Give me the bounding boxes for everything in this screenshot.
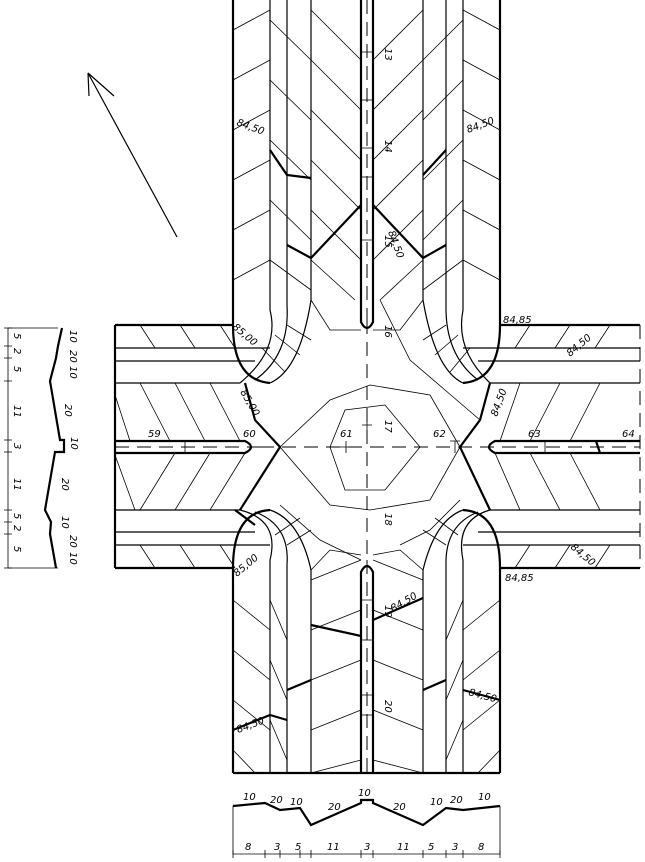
station-61: 61: [340, 429, 353, 440]
bp-dim-2: 5: [295, 842, 301, 853]
lp-dim-0: 5: [11, 333, 22, 339]
bp-slope-1: 20: [270, 795, 283, 806]
elev-sw: 84,50: [235, 716, 266, 736]
west-road: [115, 325, 280, 568]
lp-slope-4: 10: [68, 437, 79, 450]
bp-dim-1: 3: [274, 842, 280, 853]
lp-slope-7: 20: [67, 535, 78, 548]
elev-se: 84,50: [467, 687, 498, 705]
left-profile: 5 2 5 11 3 11 5 2 5 10 20 10 20 10 20 10…: [4, 328, 79, 568]
elev-e-lower: 84,50: [568, 542, 597, 569]
elev-se-corner: 84,85: [505, 573, 534, 584]
lp-slope-0: 10: [67, 330, 78, 343]
bp-dim-7: 3: [452, 842, 458, 853]
lp-dim-1: 2: [11, 348, 22, 354]
bp-dim-6: 5: [428, 842, 434, 853]
elev-s-median: 84,50: [389, 591, 419, 615]
station-14: 14: [382, 140, 393, 153]
south-road: [233, 560, 500, 773]
bp-slope-4: 10: [358, 788, 371, 799]
station-labels: 13 14 15 16 17 18 19 20 59 60 61 62 63 6…: [148, 48, 635, 713]
lp-slope-5: 20: [59, 478, 70, 491]
bp-slope-7: 20: [450, 795, 463, 806]
station-18: 18: [382, 513, 393, 526]
lp-dim-5: 11: [11, 478, 22, 491]
bp-dim-4: 3: [364, 842, 370, 853]
lp-dim-6: 5: [11, 513, 22, 519]
elev-ne-corner: 84,85: [503, 315, 532, 326]
bp-slope-5: 20: [393, 802, 406, 813]
lp-dim-2: 5: [11, 366, 22, 372]
east-road: [460, 325, 640, 568]
station-64: 64: [622, 429, 635, 440]
bp-slope-0: 10: [243, 792, 256, 803]
elev-ne: 84,50: [465, 116, 496, 136]
lp-dim-4: 3: [11, 443, 22, 449]
bp-dim-3: 11: [327, 842, 340, 853]
bp-dim-0: 8: [245, 842, 251, 853]
lp-slope-1: 20: [67, 350, 78, 363]
bp-slope-2: 10: [290, 797, 303, 808]
lp-slope-3: 20: [62, 404, 73, 417]
lp-slope-2: 10: [67, 366, 78, 379]
elev-e-upper: 84,50: [565, 332, 594, 359]
north-arrow-icon: [88, 73, 177, 237]
station-60: 60: [243, 429, 256, 440]
bp-dim-8: 8: [478, 842, 484, 853]
station-16: 16: [382, 325, 393, 338]
station-59: 59: [148, 429, 161, 440]
bp-slope-3: 20: [328, 802, 341, 813]
bp-slope-6: 10: [430, 797, 443, 808]
station-20: 20: [382, 700, 393, 713]
lp-dim-3: 11: [11, 405, 22, 418]
lp-dim-8: 5: [11, 546, 22, 552]
bottom-profile: 8 3 5 11 3 11 5 3 8 10 20 10 20 10 20 10…: [233, 788, 500, 858]
lp-dim-7: 2: [11, 525, 22, 531]
bp-dim-5: 11: [397, 842, 410, 853]
elev-w-inner: 85,00: [237, 388, 261, 418]
elev-sw-corner: 85,00: [232, 552, 261, 579]
lp-slope-8: 10: [67, 552, 78, 565]
lp-slope-6: 10: [59, 516, 70, 529]
station-17: 17: [382, 420, 393, 433]
bp-slope-8: 10: [478, 792, 491, 803]
station-13: 13: [382, 48, 393, 61]
elevation-labels: 84,50 84,50 84,50 85,00 84,85 84,50 85,0…: [230, 116, 597, 736]
intersection-center: [260, 52, 480, 695]
north-road: [233, 0, 500, 328]
station-62: 62: [433, 429, 446, 440]
station-63: 63: [528, 429, 541, 440]
elev-e-inner: 84,50: [489, 387, 509, 418]
